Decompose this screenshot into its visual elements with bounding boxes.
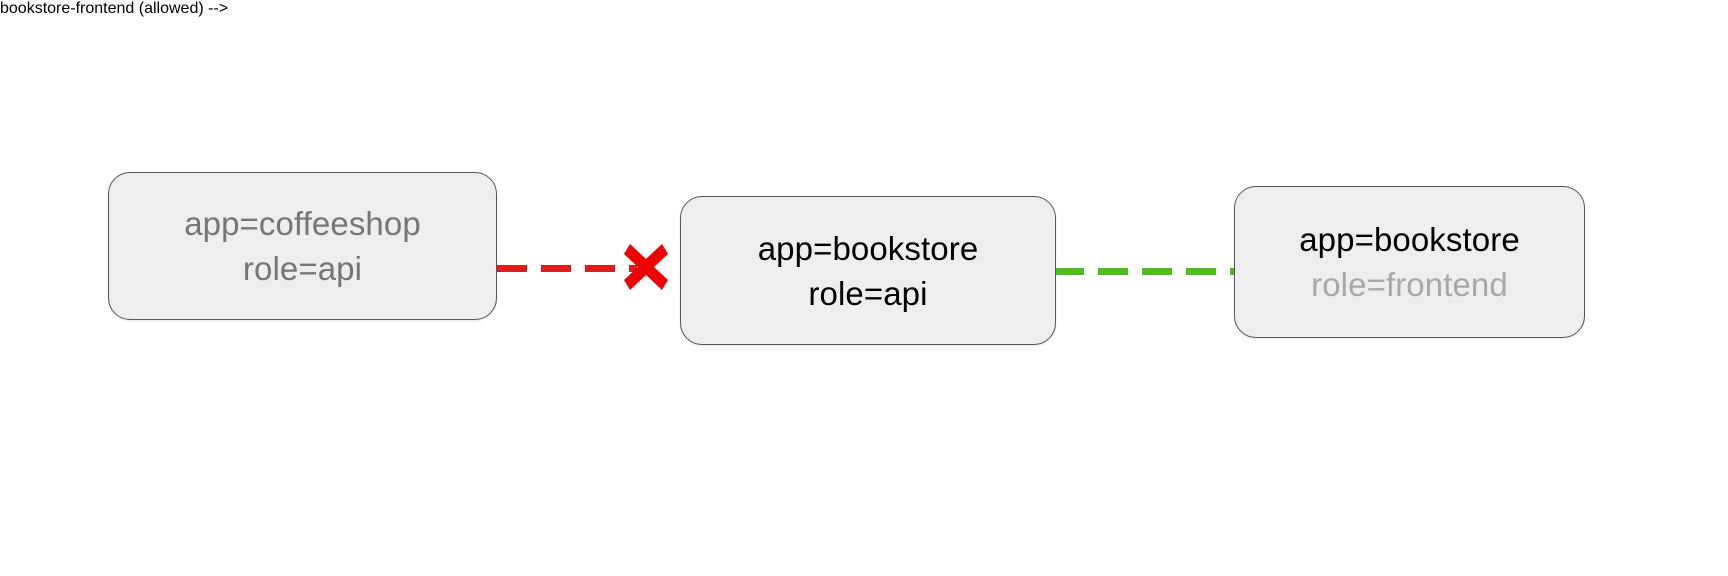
node-bookstore-frontend[interactable]: app=bookstore role=frontend (1234, 186, 1585, 338)
node-label-role: role=api (808, 274, 928, 312)
node-bookstore-api[interactable]: app=bookstore role=api (680, 196, 1056, 345)
node-label-role: role=frontend (1311, 266, 1508, 303)
node-label-app: app=bookstore (757, 229, 979, 267)
node-label-app: app=coffeeshop (184, 205, 421, 242)
node-label-role: role=api (242, 250, 363, 287)
edge-denied-line (497, 265, 637, 272)
cross-icon-glyph (624, 244, 668, 290)
edge-allowed-line (1054, 268, 1236, 275)
node-label-app: app=bookstore (1299, 221, 1520, 258)
node-coffeeshop-api[interactable]: app=coffeeshop role=api (108, 172, 497, 320)
cross-icon (618, 238, 674, 296)
edge-allowed[interactable] (1054, 268, 1236, 275)
edge-denied[interactable] (497, 265, 637, 272)
